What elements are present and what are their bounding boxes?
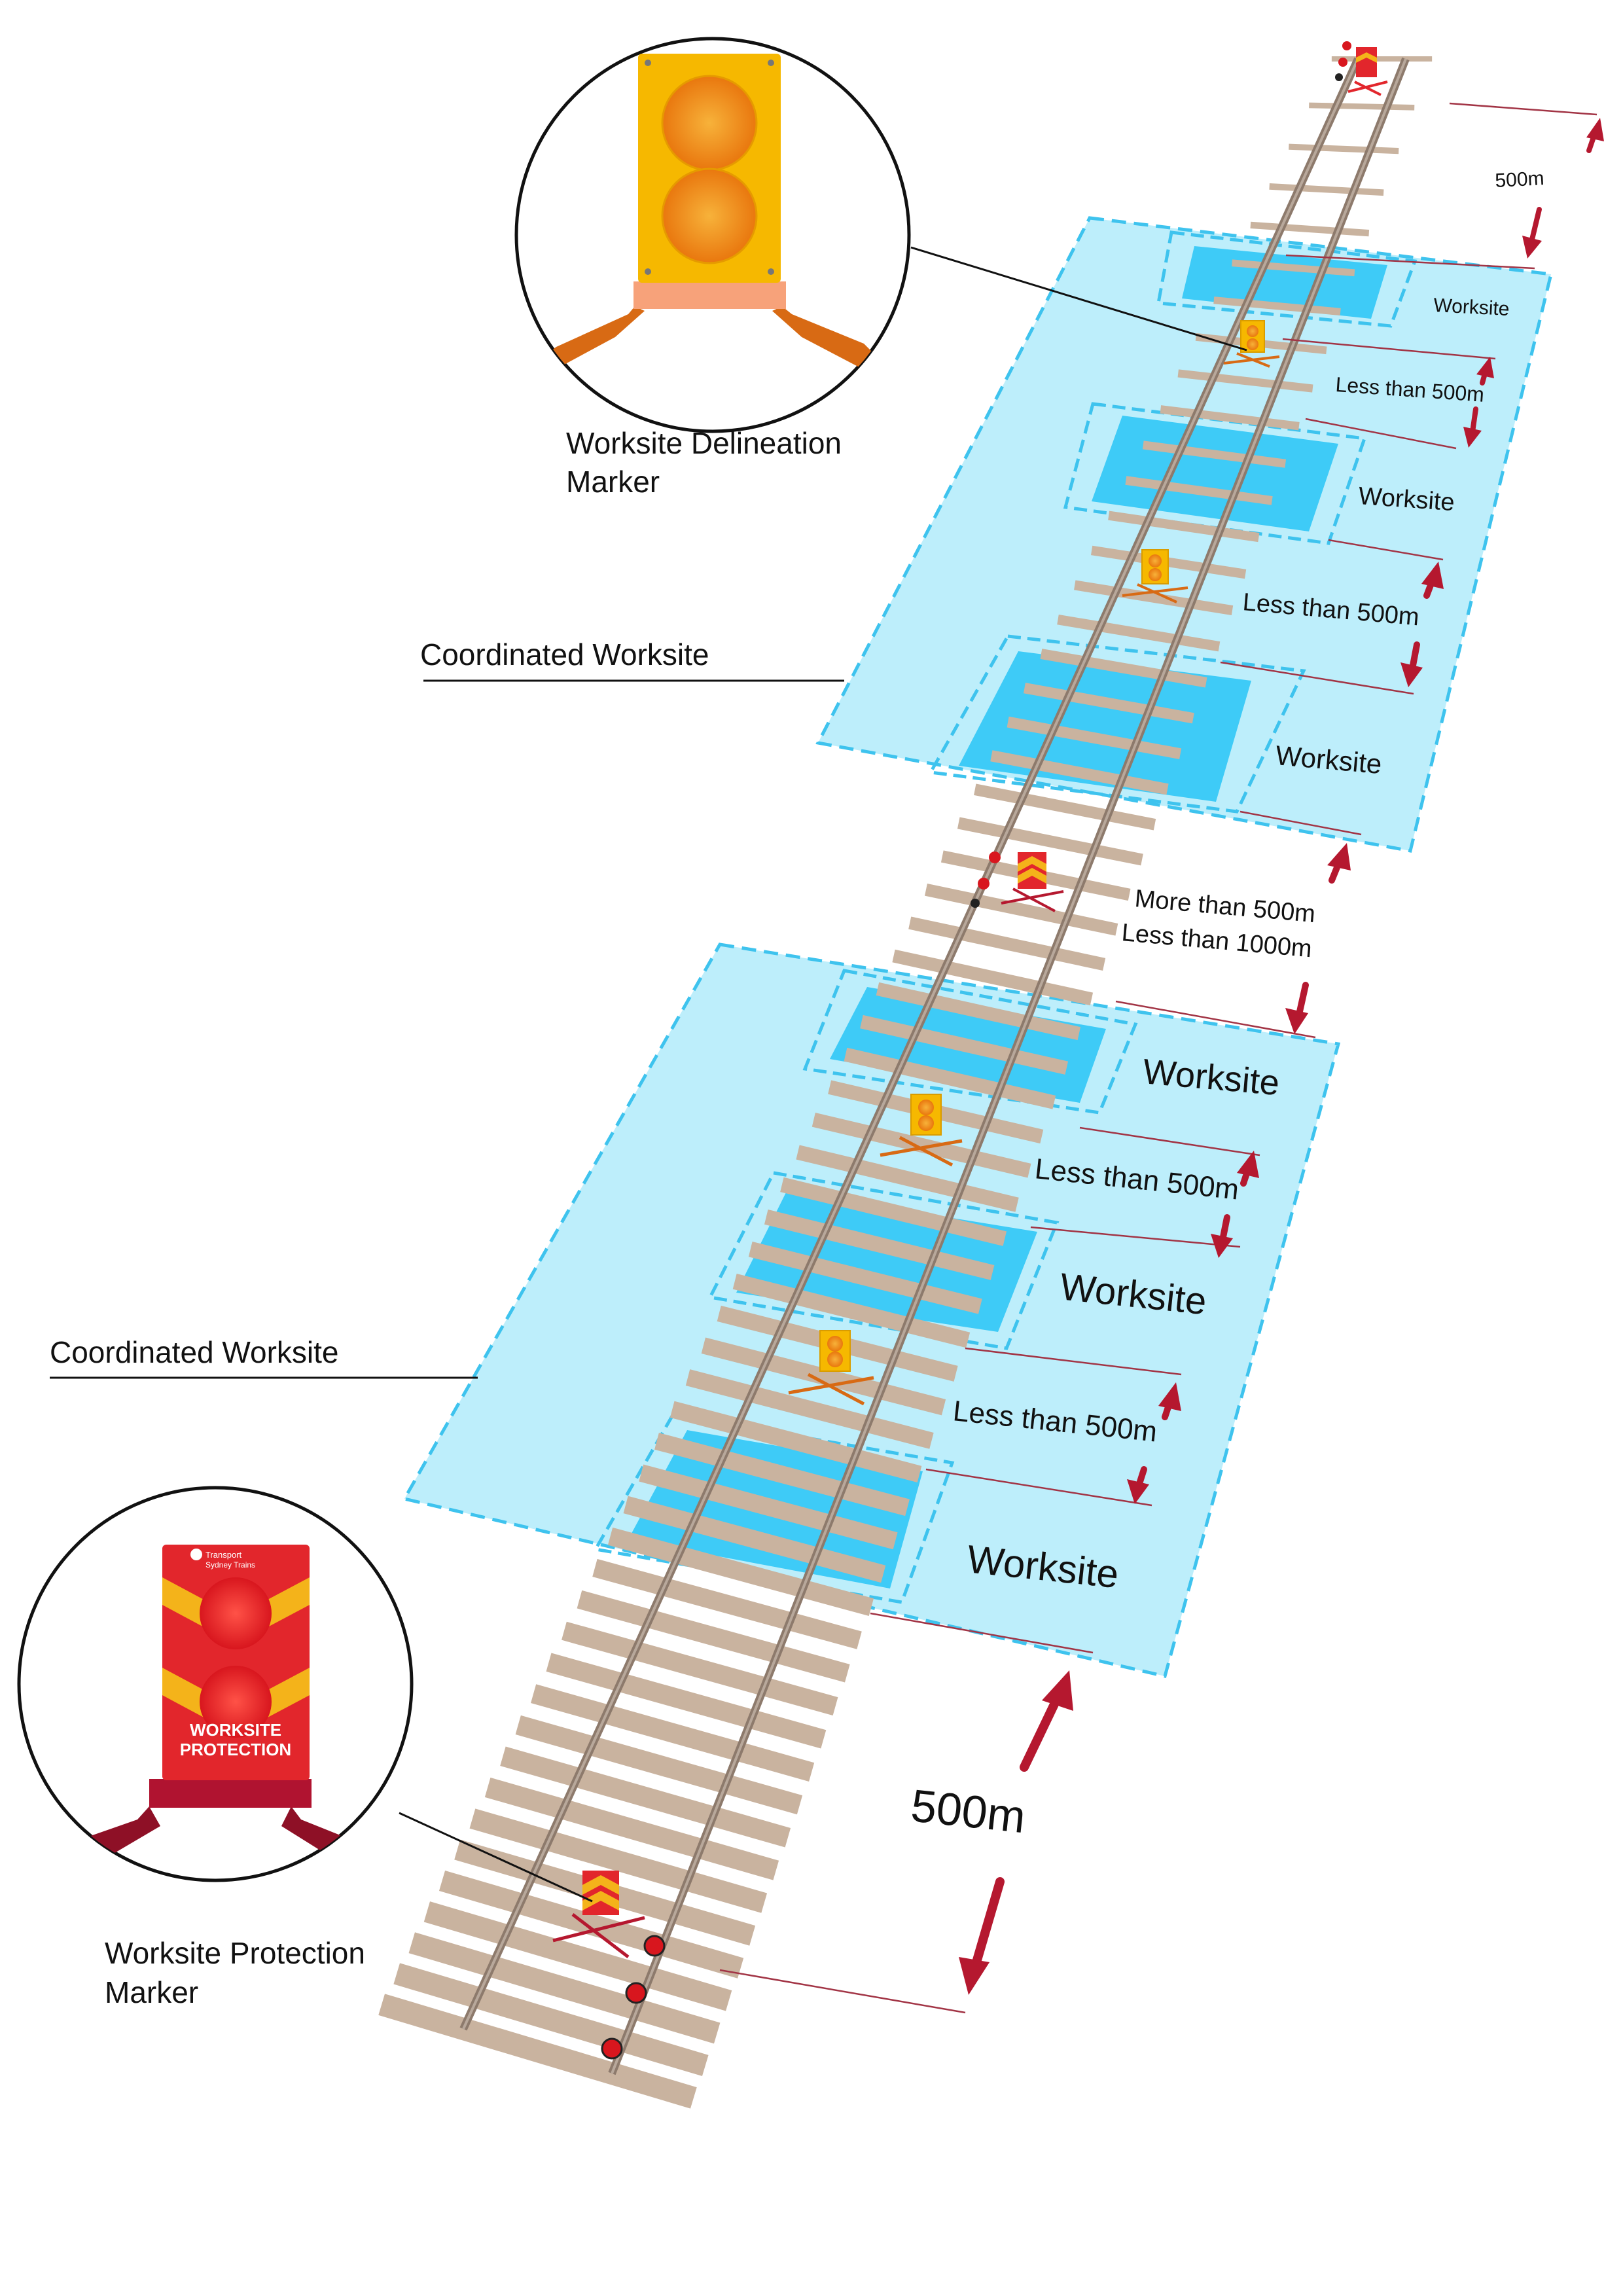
track-sleeper [748, 1242, 982, 1314]
track-sleeper [796, 1145, 1019, 1212]
track-sleeper [515, 1715, 803, 1815]
distance-guide-lines [719, 102, 1597, 2014]
track-sleeper [1289, 143, 1399, 154]
protection-marker-near [552, 1871, 666, 2060]
track-sleeper [1250, 221, 1370, 237]
panel-text-line1: WORKSITE [190, 1720, 281, 1740]
zone-label-lower: Coordinated Worksite [50, 1335, 338, 1369]
track-sleeper [408, 1932, 721, 2044]
track-sleeper [1142, 440, 1287, 468]
track-sleeper [1040, 649, 1207, 688]
track-sleeper [1177, 369, 1313, 393]
track-rails [459, 57, 1410, 2075]
track-sleeper [1125, 476, 1273, 505]
track-sleeper [764, 1209, 995, 1280]
track-sleeper [378, 1994, 697, 2109]
track-sleeper [1007, 716, 1182, 760]
track-sleeper [812, 1113, 1031, 1178]
track-sleeper [484, 1777, 779, 1880]
track-sleeper [780, 1177, 1007, 1246]
delineation-marker-callout [514, 37, 911, 433]
track-sleeper [1269, 183, 1384, 196]
track-sleepers [378, 56, 1433, 2109]
distance-label-bottom: 500m [908, 1780, 1027, 1842]
delineation-marker-1 [1223, 320, 1280, 368]
track-sleeper [438, 1870, 744, 1979]
track-sleeper [908, 916, 1106, 971]
track-sleeper [1108, 511, 1260, 543]
worksite-label-u2: Worksite [1357, 482, 1455, 516]
protection-marker-callout: Transport Sydney Trains WORKSITE PROTECT… [17, 1486, 414, 1882]
track-sleeper [701, 1337, 946, 1416]
track-sleeper [531, 1684, 815, 1782]
protection-marker-label-line1: Worksite Protection [105, 1936, 365, 1970]
track-sleeper [860, 1014, 1069, 1075]
track-sleeper [1024, 683, 1194, 724]
track-sleeper [1232, 259, 1355, 277]
panel-logo-line2: Sydney Trains [205, 1560, 255, 1570]
distance-label-between-1: More than 500m [1133, 885, 1316, 928]
track-sleeper [623, 1496, 886, 1583]
protection-marker-label-line2: Marker [105, 1975, 198, 2009]
track-sleeper [654, 1433, 910, 1516]
zone-label-upper: Coordinated Worksite [420, 637, 709, 672]
worksite-label-u1: Worksite [1433, 295, 1510, 320]
track-sleeper [732, 1273, 971, 1348]
track-sleeper [423, 1901, 732, 2011]
track-sleeper [685, 1369, 934, 1449]
distance-label-top: 500m [1495, 168, 1545, 192]
protection-marker-middle [971, 852, 1064, 912]
delineation-marker-label-line2: Marker [566, 465, 660, 499]
track-sleeper [844, 1047, 1056, 1109]
label-leader-lines [50, 246, 1247, 1903]
track-sleeper [925, 883, 1118, 936]
track-sleeper [500, 1746, 791, 1848]
track-sleeper [876, 982, 1081, 1041]
track-sleeper [1160, 405, 1300, 431]
delineation-marker-3 [880, 1094, 963, 1167]
track-sleeper [1057, 614, 1221, 652]
protection-marker-far [1335, 41, 1388, 96]
track-sleeper [562, 1621, 838, 1716]
track-sleeper [577, 1590, 850, 1683]
track-sleeper [592, 1558, 862, 1649]
distance-arrows [959, 118, 1604, 1995]
track-sleeper [669, 1401, 922, 1483]
track-sleeper [990, 750, 1169, 795]
track-sleeper [957, 817, 1143, 866]
delineation-marker-4 [788, 1330, 874, 1406]
track-sleeper [892, 949, 1094, 1006]
track-sleeper [1074, 580, 1234, 615]
track-sleeper [607, 1527, 874, 1617]
track-sleeper [469, 1808, 768, 1913]
panel-logo-line1: Transport [205, 1550, 242, 1560]
track-sleeper [1213, 296, 1341, 316]
distance-label-between-2: Less than 1000m [1120, 919, 1313, 963]
track-sleeper [1309, 102, 1415, 111]
track-sleeper [546, 1653, 827, 1749]
delineation-marker-2 [1122, 549, 1188, 603]
track-sleeper [393, 1963, 709, 2077]
track-sleeper [974, 783, 1156, 831]
track-sleeper [639, 1464, 898, 1550]
panel-text-line2: PROTECTION [180, 1740, 291, 1759]
